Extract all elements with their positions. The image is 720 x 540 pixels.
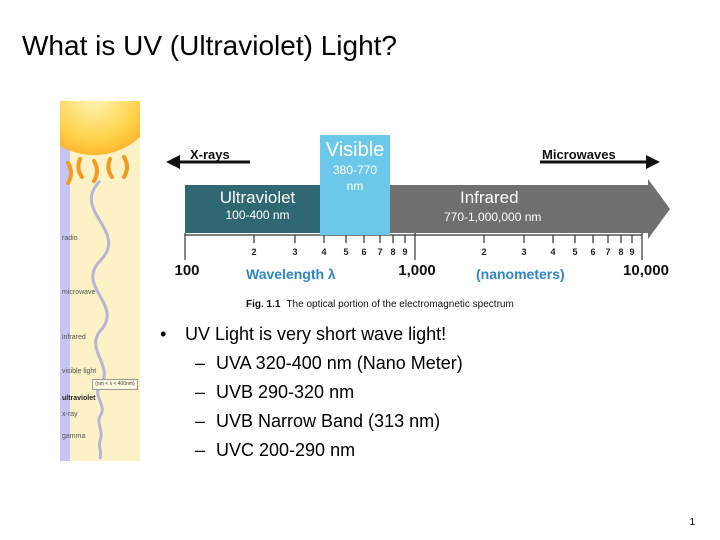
visible-range-line2: nm bbox=[346, 179, 364, 193]
bullet-list: • UV Light is very short wave light! – U… bbox=[160, 320, 463, 465]
spectrum-shapes bbox=[166, 155, 670, 260]
list-item-text: UVB Narrow Band (313 nm) bbox=[216, 411, 441, 431]
tick-label: 4 bbox=[321, 247, 327, 257]
tick-label: 9 bbox=[402, 247, 408, 257]
wavelength-axis bbox=[184, 233, 643, 260]
tick-label: 3 bbox=[292, 247, 298, 257]
tick-label: 4 bbox=[550, 247, 556, 257]
side-label-microwave: microwave bbox=[62, 289, 96, 296]
dash-marker: – bbox=[195, 411, 206, 431]
bullet-marker: • bbox=[160, 324, 167, 344]
slide-title: What is UV (Ultraviolet) Light? bbox=[22, 30, 398, 61]
tick-label: 2 bbox=[481, 247, 487, 257]
tick-label: 5 bbox=[572, 247, 578, 257]
tick-label: 8 bbox=[618, 247, 624, 257]
figure-number: Fig. 1.1 bbox=[246, 299, 281, 310]
units-label: (nanometers) bbox=[476, 266, 565, 282]
dash-marker: – bbox=[195, 440, 206, 460]
visible-band: Visible 380-770 nm bbox=[320, 135, 390, 235]
optical-spectrum-diagram: X-rays Microwaves Ultraviolet 100-400 nm… bbox=[160, 130, 690, 330]
ultraviolet-range: 100-400 nm bbox=[225, 208, 290, 222]
side-note: (nm < λ < 400nm) bbox=[92, 379, 138, 390]
list-item-text: UVB 290-320 nm bbox=[216, 382, 355, 402]
wave-illustration bbox=[66, 155, 129, 460]
infrared-range: 770-1,000,000 nm bbox=[444, 210, 542, 224]
list-item: • UV Light is very short wave light! bbox=[160, 320, 463, 349]
side-color-band bbox=[60, 101, 70, 461]
tick-label: 5 bbox=[343, 247, 349, 257]
page-number: 1 bbox=[689, 517, 695, 528]
side-label-visible-light: visible light bbox=[62, 368, 97, 375]
side-label-infrared: infrared bbox=[62, 334, 86, 341]
microwaves-arrow bbox=[540, 155, 660, 169]
figure-caption: Fig. 1.1 The optical portion of the elect… bbox=[246, 299, 514, 310]
list-item: – UVA 320-400 nm (Nano Meter) bbox=[160, 349, 463, 378]
side-label-ultraviolet: ultraviolet bbox=[62, 395, 96, 402]
list-item: – UVC 200-290 nm bbox=[160, 436, 463, 465]
em-spectrum-side-image: radio microwave infrared visible light u… bbox=[60, 101, 140, 461]
visible-name: Visible bbox=[325, 139, 385, 161]
sun-icon bbox=[60, 101, 140, 155]
tick-label: 6 bbox=[361, 247, 367, 257]
side-label-x-ray: x-ray bbox=[62, 411, 78, 418]
tick-label: 7 bbox=[605, 247, 611, 257]
list-item-text: UVA 320-400 nm (Nano Meter) bbox=[216, 353, 463, 373]
infrared-bar bbox=[385, 179, 670, 239]
major-label-10000: 10,000 bbox=[623, 262, 669, 279]
ultraviolet-band: Ultraviolet 100-400 nm bbox=[185, 185, 330, 233]
tick-label: 8 bbox=[390, 247, 396, 257]
list-item-text: UVC 200-290 nm bbox=[216, 440, 356, 460]
tick-label: 9 bbox=[629, 247, 635, 257]
microwaves-label: Microwaves bbox=[542, 147, 616, 162]
x-rays-arrow bbox=[166, 155, 250, 169]
figure-caption-text: The optical portion of the electromagnet… bbox=[286, 299, 514, 310]
major-label-1000: 1,000 bbox=[398, 262, 436, 279]
infrared-name: Infrared bbox=[460, 188, 519, 207]
wavelength-label: Wavelength λ bbox=[246, 266, 336, 282]
tick-label: 3 bbox=[521, 247, 527, 257]
visible-range-line1: 380-770 bbox=[332, 163, 378, 177]
tick-label: 6 bbox=[590, 247, 596, 257]
list-item: – UVB 290-320 nm bbox=[160, 378, 463, 407]
dash-marker: – bbox=[195, 382, 206, 402]
list-item: – UVB Narrow Band (313 nm) bbox=[160, 407, 463, 436]
side-label-radio: radio bbox=[62, 235, 78, 242]
ultraviolet-name: Ultraviolet bbox=[219, 188, 296, 207]
tick-label: 7 bbox=[377, 247, 383, 257]
dash-marker: – bbox=[195, 353, 206, 373]
x-rays-label: X-rays bbox=[190, 147, 230, 162]
side-label-gamma: gamma bbox=[62, 433, 86, 440]
list-item-text: UV Light is very short wave light! bbox=[185, 324, 447, 344]
tick-label: 2 bbox=[251, 247, 257, 257]
major-label-100: 100 bbox=[174, 262, 200, 279]
